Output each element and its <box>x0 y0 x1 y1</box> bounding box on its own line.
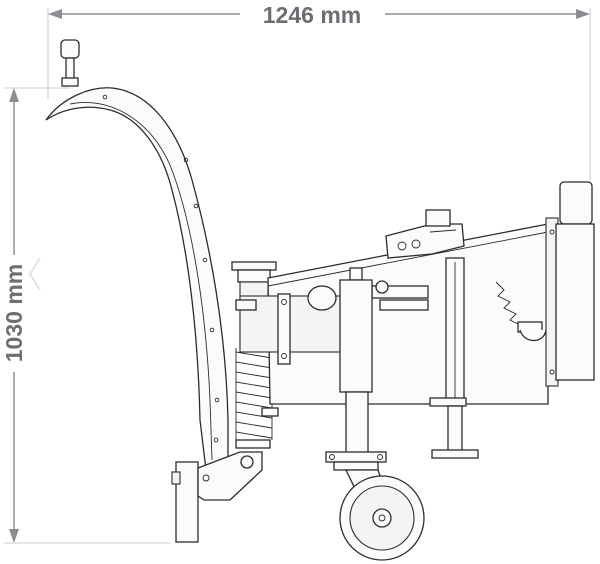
hydraulic-valve <box>385 209 465 259</box>
spring-bottom-cap <box>235 439 271 449</box>
rear-bolt <box>549 369 555 375</box>
bracket-bolt <box>202 474 210 482</box>
arm-rivet <box>213 437 219 443</box>
mast-flange <box>325 451 387 463</box>
arm-rivet <box>102 94 108 100</box>
spring-hook <box>519 329 547 342</box>
stand-clamp <box>429 397 467 407</box>
mast-lower-tube <box>345 391 369 455</box>
stand-inner-tube <box>447 405 463 453</box>
ram-eye <box>375 280 389 294</box>
ram-pivot <box>307 285 337 311</box>
height-label: 1030 mm <box>1 264 27 362</box>
rear-plate <box>555 223 595 381</box>
rear-top-block <box>559 181 593 225</box>
caster-wheel <box>339 469 425 561</box>
arm-inner-edge <box>69 102 213 461</box>
stand-foot <box>431 449 479 459</box>
arm-rivet <box>183 157 189 163</box>
spring-top-cap <box>231 261 277 271</box>
support-stand <box>429 257 479 459</box>
bracket-clamp <box>171 471 181 485</box>
frame-front-tab <box>235 299 257 311</box>
arm-rivet <box>214 397 220 403</box>
wheel-mast <box>325 267 387 471</box>
arm-rivet <box>193 203 199 209</box>
width-arrow-right <box>576 9 590 19</box>
width-dimension: 1246 mm <box>47 2 591 180</box>
flange-bolt <box>329 454 335 460</box>
rear-mount-plate <box>545 181 595 387</box>
frame-bolt <box>281 353 287 359</box>
knob-head <box>60 39 80 59</box>
frame-top-edge <box>267 231 549 287</box>
valve-top-block <box>425 209 451 227</box>
spring-lower-nut <box>261 407 279 417</box>
bracket-post <box>175 461 199 543</box>
frame-vertical-plate <box>277 293 291 365</box>
valve-line <box>429 229 457 233</box>
tension-spring <box>495 281 547 342</box>
height-arrow-top <box>9 88 19 102</box>
bracket-pivot <box>240 455 254 469</box>
valve-port <box>411 239 421 249</box>
adjust-knob <box>60 39 80 87</box>
width-arrow-left <box>48 9 62 19</box>
rear-bolt <box>549 229 555 235</box>
arm-rivet <box>209 327 215 333</box>
bottom-bracket <box>171 451 263 543</box>
arm-body <box>45 87 229 471</box>
valve-port <box>397 241 407 251</box>
height-arrow-bottom <box>9 529 19 543</box>
mast-swivel <box>333 461 379 471</box>
knob-nut <box>61 77 79 87</box>
curved-arm <box>45 87 229 471</box>
flange-bolt <box>377 454 383 460</box>
tension-coil <box>495 281 523 327</box>
spring-top-block <box>237 269 271 283</box>
chevron-left-icon <box>28 257 41 291</box>
spring-guides <box>235 348 273 440</box>
ram-rod <box>379 299 429 311</box>
knob-shaft <box>65 57 75 81</box>
frame <box>235 223 549 405</box>
height-dimension: 1030 mm <box>1 87 170 544</box>
arm-rivet <box>202 257 208 263</box>
width-label: 1246 mm <box>263 2 361 28</box>
wheel-axle <box>378 514 386 522</box>
coil-spring <box>235 351 273 439</box>
frame-bolt <box>281 299 287 305</box>
wheel-hub <box>372 508 392 528</box>
mast-top-fitting <box>349 267 363 281</box>
mast-upper-tube <box>339 279 373 393</box>
hydraulic-ram <box>307 280 429 311</box>
